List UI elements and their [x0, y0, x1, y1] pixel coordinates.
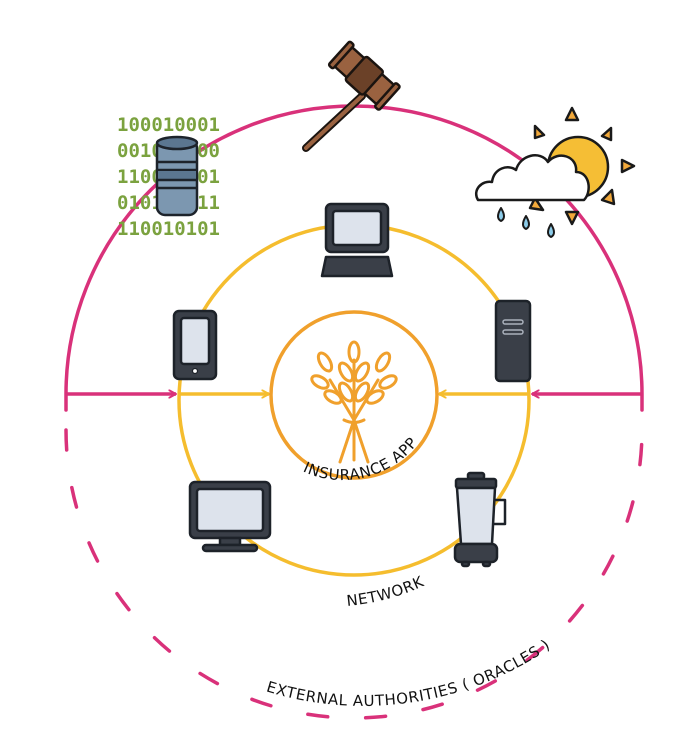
authorities-ring-dashed-arc	[64, 428, 644, 720]
database-oracle: 100010001 001010000 110010101 010100011 …	[117, 114, 220, 240]
database-icon	[155, 135, 199, 217]
gavel-icon	[302, 40, 401, 152]
laptop-icon	[320, 202, 394, 278]
monitor-icon	[188, 480, 272, 553]
sun-ray-icons	[528, 106, 636, 226]
rain-drop-icons	[497, 207, 555, 238]
network-label: NETWORK	[346, 572, 428, 610]
binary-row: 100010001	[117, 114, 220, 136]
server-tower-icon	[494, 299, 532, 383]
wheat-icon	[310, 340, 398, 464]
blender-icon	[453, 471, 507, 568]
weather-icon	[475, 106, 636, 238]
authorities-label: EXTERNAL AUTHORITIES ( ORACLES )	[264, 636, 553, 710]
binary-row: 110010101	[117, 218, 220, 240]
tablet-icon	[172, 309, 218, 381]
